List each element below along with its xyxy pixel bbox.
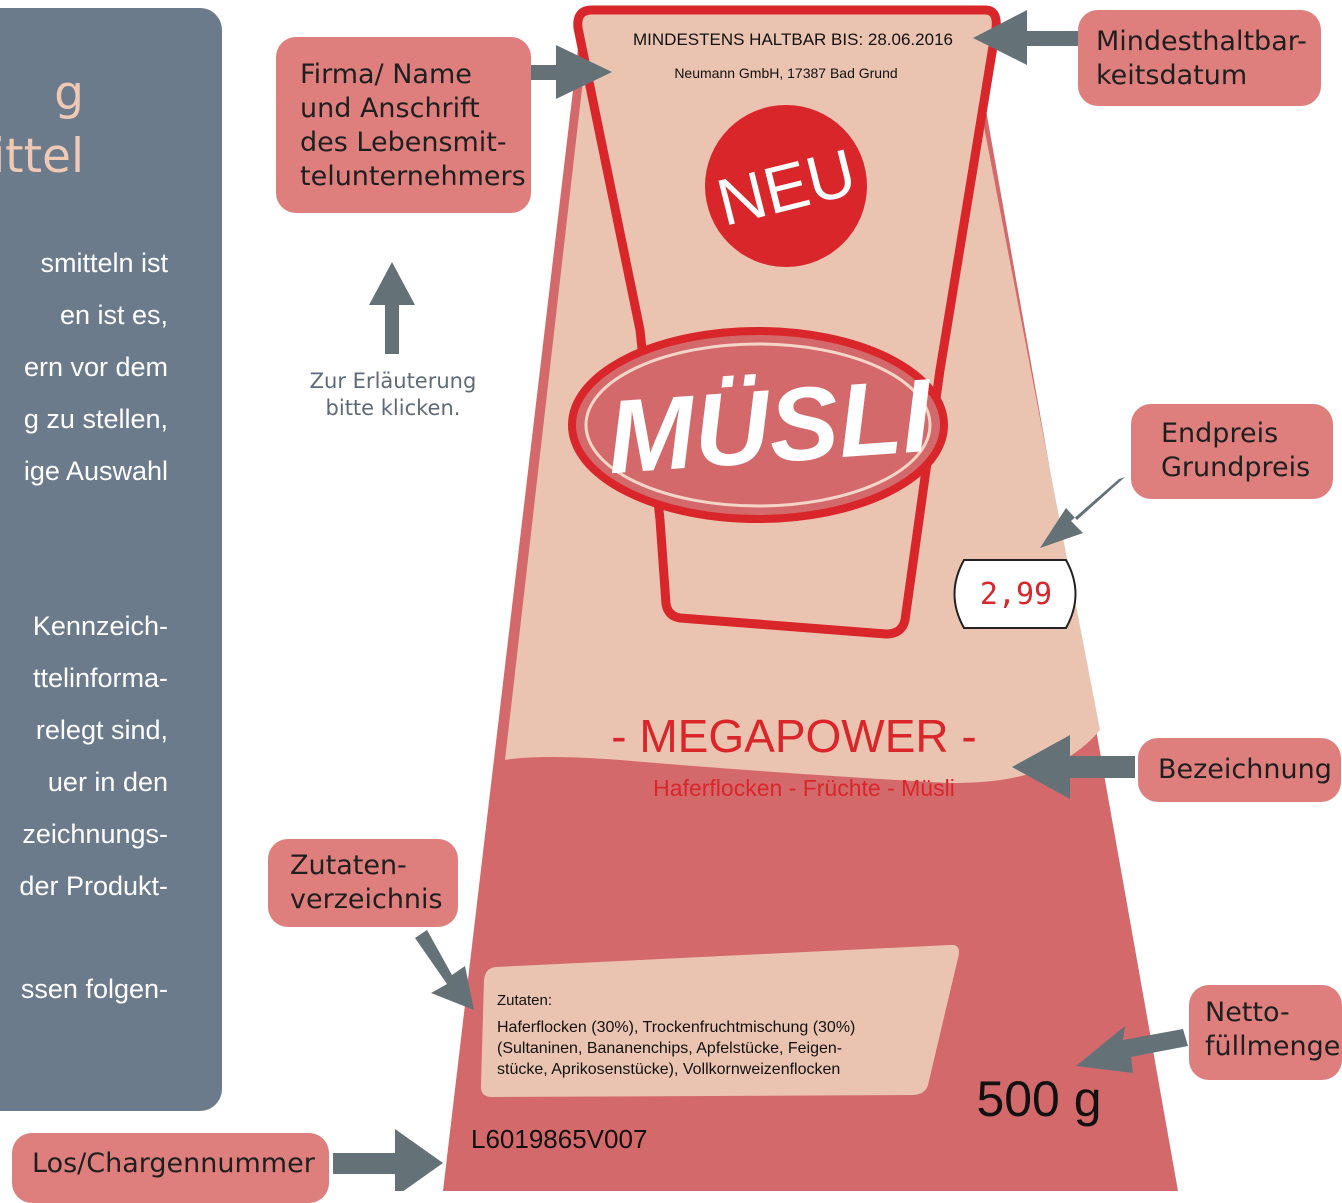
callout-company-line: Firma/ Name: [300, 59, 472, 90]
arrow-right-icon[interactable]: [333, 1129, 443, 1191]
arrow-diagonal-icon[interactable]: [1076, 1026, 1188, 1073]
panel-text-line: g zu stellen,: [23, 404, 168, 434]
batch-number-text: L6019865V007: [471, 1124, 647, 1154]
ingredients-line: (Sultaninen, Bananenchips, Apfelstücke, …: [497, 1040, 842, 1057]
callout-designation-label: Bezeichnung: [1158, 754, 1332, 785]
callout-best-before-line: Mindesthaltbar-: [1096, 26, 1307, 57]
net-weight-text: 500 g: [976, 1071, 1101, 1127]
best-before-text: MINDESTENS HALTBAR BIS: 28.06.2016: [633, 30, 953, 49]
brand-text: MÜSLI: [604, 358, 937, 496]
callout-net-quantity-line: füllmenge: [1205, 1031, 1341, 1062]
panel-title-line-1: g: [54, 66, 84, 121]
callout-batch-label: Los/Chargennummer: [32, 1148, 315, 1179]
panel-text-line: uer in den: [47, 767, 168, 797]
panel-text-line: relegt sind,: [35, 715, 168, 745]
company-text: Neumann GmbH, 17387 Bad Grund: [674, 65, 897, 81]
callout-net-quantity-line: Netto-: [1205, 997, 1290, 1028]
callout-best-before-line: keitsdatum: [1096, 60, 1248, 91]
panel-text-line: ssen folgen-: [20, 974, 168, 1004]
panel-text-line: der Produkt-: [19, 871, 168, 901]
arrow-diagonal-icon[interactable]: [415, 930, 474, 1010]
callout-ingredients-line: verzeichnis: [290, 884, 443, 915]
arrow-diagonal-icon[interactable]: [1040, 477, 1125, 548]
product-subtitle: Haferflocken - Früchte - Müsli: [653, 775, 955, 801]
arrow-left-icon[interactable]: [1012, 735, 1135, 799]
panel-text-line: ttelinforma-: [32, 663, 168, 693]
panel-text-line: Kennzeich-: [32, 611, 168, 641]
ingredients-heading: Zutaten:: [497, 992, 552, 1009]
ingredients-line: stücke, Aprikosenstücke), Vollkornweizen…: [497, 1061, 840, 1078]
arrow-left-icon[interactable]: [973, 10, 1085, 65]
callout-company-line: telunternehmers: [300, 161, 526, 192]
arrow-up-icon[interactable]: [369, 262, 415, 354]
panel-title-line-2: ittel: [0, 129, 84, 184]
price-tag: 2,99: [953, 559, 1077, 629]
callout-batch[interactable]: Los/Chargennummer: [12, 1133, 329, 1203]
hint-line: bitte klicken.: [325, 396, 461, 420]
panel-text-line: ige Auswahl: [23, 456, 168, 486]
arrow-right-icon[interactable]: [492, 45, 612, 99]
callout-net-quantity[interactable]: Netto- füllmenge: [1189, 985, 1342, 1080]
panel-text-line: en ist es,: [59, 300, 168, 330]
price-text: 2,99: [980, 577, 1052, 612]
callout-company-line: des Lebensmit-: [300, 127, 507, 158]
panel-text-line: zeichnungs-: [22, 819, 168, 849]
callout-company[interactable]: Firma/ Name und Anschrift des Lebensmit-…: [276, 37, 531, 213]
hint-line: Zur Erläuterung: [309, 369, 477, 393]
explanation-hint[interactable]: Zur Erläuterung bitte klicken.: [305, 368, 481, 422]
callout-price[interactable]: Endpreis Grundpreis: [1131, 404, 1333, 499]
callout-company-line: und Anschrift: [300, 93, 480, 124]
callout-best-before[interactable]: Mindesthaltbar- keitsdatum: [1078, 10, 1321, 106]
ingredients-box: [480, 944, 959, 1097]
new-badge: NEU: [705, 105, 867, 267]
panel-text-line: smitteln ist: [40, 248, 168, 278]
callout-ingredients-line: Zutaten-: [290, 850, 407, 881]
callout-price-line: Grundpreis: [1161, 452, 1311, 483]
panel-text-line: ern vor dem: [23, 352, 168, 382]
callout-ingredients[interactable]: Zutaten- verzeichnis: [268, 839, 458, 927]
brand-oval: MÜSLI: [568, 327, 948, 523]
callout-price-line: Endpreis: [1161, 418, 1279, 449]
callout-designation[interactable]: Bezeichnung: [1138, 738, 1341, 802]
ingredients-line: Haferflocken (30%), Trockenfruchtmischun…: [497, 1019, 855, 1036]
info-panel: g ittel smitteln ist en ist es, ern vor …: [0, 8, 222, 1111]
product-name: - MEGAPOWER -: [611, 710, 976, 762]
